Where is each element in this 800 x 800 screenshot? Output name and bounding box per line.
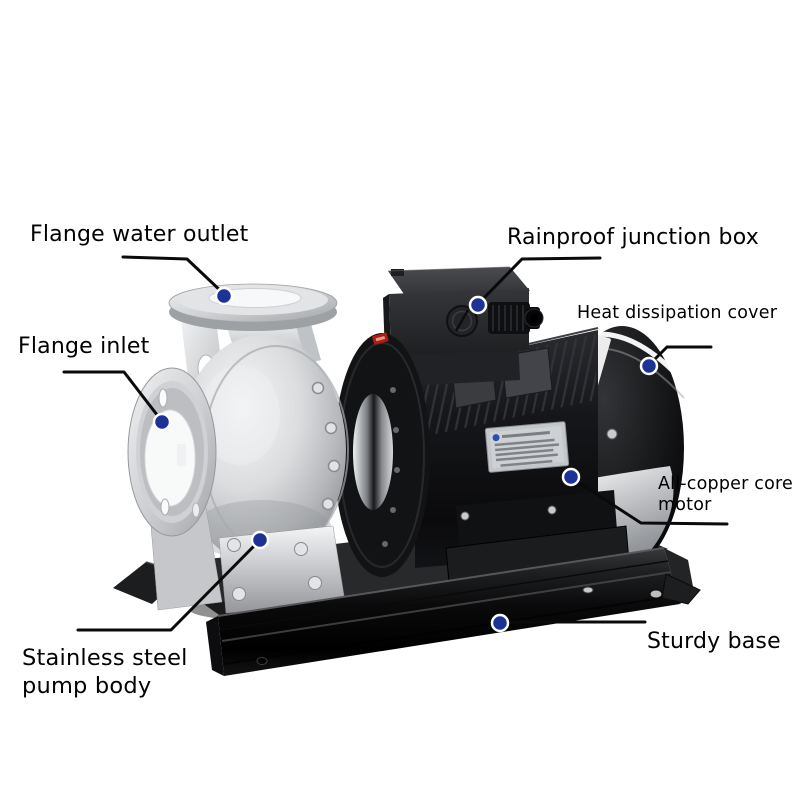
base-bolt-hole xyxy=(650,590,662,598)
base-front xyxy=(206,547,701,676)
foot-bolt xyxy=(460,511,470,521)
junction-box xyxy=(383,266,544,386)
casing-bolt xyxy=(327,459,341,473)
callout-dot-sturdy-base xyxy=(490,613,510,633)
callout-dot-rainproof-junction-box xyxy=(468,295,488,315)
callout-label-heat-dissipation-cover: Heat dissipation cover xyxy=(577,303,778,323)
foot-bolt xyxy=(547,505,557,515)
casing-bolt xyxy=(324,421,338,435)
cable-gland xyxy=(488,302,544,334)
motor xyxy=(414,326,685,595)
junction-box-knockout xyxy=(446,305,478,337)
base-bolt-hole xyxy=(582,586,594,594)
callout-label-rainproof-junction-box: Rainproof junction box xyxy=(507,225,759,250)
leader-line-all-copper-core-motor xyxy=(571,477,729,526)
foot-hex-bolt xyxy=(294,542,308,556)
pump-head xyxy=(127,283,380,622)
leader-line-rainproof-junction-box xyxy=(477,256,602,305)
callout-dot-stainless-steel-pump-body xyxy=(250,530,270,550)
callout-dot-flange-inlet xyxy=(152,412,172,432)
base-bolt-hole xyxy=(256,657,268,665)
casing-bolt xyxy=(311,381,325,395)
callout-label-stainless-steel-pump-body: Stainless steel pump body xyxy=(22,645,188,699)
foot-hex-bolt xyxy=(232,587,246,601)
callout-dot-flange-water-outlet xyxy=(214,286,234,306)
leader-line-flange-inlet xyxy=(62,370,163,422)
leader-line-stainless-steel-pump-body xyxy=(76,539,261,632)
pump-motor-adapter xyxy=(334,332,430,577)
base-right-flange xyxy=(661,573,701,605)
callout-label-flange-inlet: Flange inlet xyxy=(18,334,150,359)
leader-line-flange-water-outlet xyxy=(121,255,226,296)
casing-bolt xyxy=(321,497,335,511)
foot-hex-bolt xyxy=(227,538,241,552)
brand-logo xyxy=(372,332,389,345)
callout-label-sturdy-base: Sturdy base xyxy=(647,629,781,654)
callout-label-all-copper-core-motor: All-copper core motor xyxy=(658,474,793,515)
nameplate-logo xyxy=(492,434,500,442)
foot-hex-bolt xyxy=(308,576,322,590)
callout-label-flange-water-outlet: Flange water outlet xyxy=(30,222,249,247)
inlet-flange-disc xyxy=(127,367,217,537)
cover-screw xyxy=(606,428,618,440)
motor-nameplate xyxy=(484,421,570,473)
callout-dot-all-copper-core-motor xyxy=(561,467,581,487)
callout-dot-heat-dissipation-cover xyxy=(639,356,659,376)
leader-line-heat-dissipation-cover xyxy=(648,345,713,366)
shaft-coupling xyxy=(353,394,393,510)
